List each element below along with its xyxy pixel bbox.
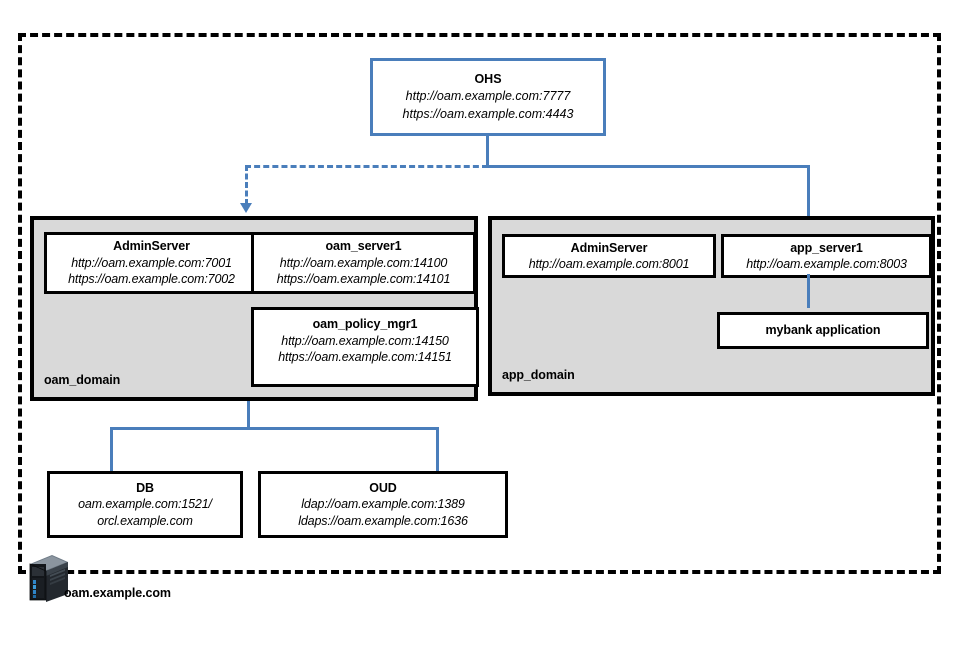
node-app-adminserver-url-http: http://oam.example.com:8001 xyxy=(528,257,690,271)
node-ohs-url-https: https://oam.example.com:4443 xyxy=(402,106,574,121)
server-tower-icon xyxy=(26,553,70,603)
connector-app-server1-to-mybank xyxy=(807,274,810,308)
node-ohs[interactable]: OHS http://oam.example.com:7777 https://… xyxy=(370,58,606,136)
node-oam-server1[interactable]: oam_server1 http://oam.example.com:14100… xyxy=(251,232,476,294)
node-ohs-url-http: http://oam.example.com:7777 xyxy=(405,89,571,104)
container-app-domain: AdminServer http://oam.example.com:8001 … xyxy=(488,216,935,396)
node-db-line2: orcl.example.com xyxy=(97,513,193,528)
connector-to-oud xyxy=(436,427,439,473)
node-mybank-application-title: mybank application xyxy=(765,323,881,338)
container-oam-domain: AdminServer http://oam.example.com:7001 … xyxy=(30,216,479,401)
node-oam-policy-mgr1-url-http: http://oam.example.com:14150 xyxy=(281,333,449,348)
node-app-server1-url-http: http://oam.example.com:8003 xyxy=(746,257,907,271)
arrowhead-oam-domain xyxy=(240,203,252,213)
node-db-title: DB xyxy=(136,480,154,495)
node-oam-server1-title: oam_server1 xyxy=(325,239,402,254)
node-app-server1-title: app_server1 xyxy=(790,240,863,255)
node-oam-adminserver-url-https: https://oam.example.com:7002 xyxy=(68,272,235,287)
node-oud-line2: ldaps://oam.example.com:1636 xyxy=(298,513,468,528)
connector-ohs-stem xyxy=(486,136,489,166)
host-boundary xyxy=(18,33,941,574)
node-oam-policy-mgr1-title: oam_policy_mgr1 xyxy=(312,317,418,331)
label-host: oam.example.com xyxy=(64,586,171,600)
connector-to-db xyxy=(110,427,113,473)
label-app-domain: app_domain xyxy=(502,368,575,382)
connector-ohs-to-oam-domain-vertical xyxy=(245,165,248,205)
connector-oam-domain-stem xyxy=(247,401,250,429)
node-oam-server1-url-http: http://oam.example.com:14100 xyxy=(279,255,448,270)
node-oam-server1-url-https: https://oam.example.com:14101 xyxy=(276,272,451,287)
node-oud-line1: ldap://oam.example.com:1389 xyxy=(301,497,465,512)
connector-ohs-to-oam-domain-horizontal xyxy=(245,165,488,168)
connector-backend-bus xyxy=(110,427,439,430)
node-oam-adminserver[interactable]: AdminServer http://oam.example.com:7001 … xyxy=(44,232,259,294)
node-oam-policy-mgr1-url-https: https://oam.example.com:14151 xyxy=(278,350,452,364)
node-db-line1: oam.example.com:1521/ xyxy=(78,497,212,512)
connector-ohs-to-app-server1-horizontal xyxy=(486,165,810,168)
label-oam-domain: oam_domain xyxy=(44,373,121,387)
node-ohs-title: OHS xyxy=(474,72,502,87)
connector-ohs-to-app-server1-vertical xyxy=(807,165,810,233)
node-oud[interactable]: OUD ldap://oam.example.com:1389 ldaps://… xyxy=(258,471,508,538)
node-oud-title: OUD xyxy=(369,480,397,495)
node-app-adminserver-title: AdminServer xyxy=(570,240,648,255)
node-oam-adminserver-title: AdminServer xyxy=(113,239,190,254)
node-mybank-application[interactable]: mybank application xyxy=(717,312,929,349)
node-oam-adminserver-url-http: http://oam.example.com:7001 xyxy=(71,255,232,270)
node-db[interactable]: DB oam.example.com:1521/ orcl.example.co… xyxy=(47,471,243,538)
node-oam-policy-mgr1[interactable]: oam_policy_mgr1 http://oam.example.com:1… xyxy=(251,307,479,387)
node-app-server1[interactable]: app_server1 http://oam.example.com:8003 xyxy=(721,234,932,278)
node-app-adminserver[interactable]: AdminServer http://oam.example.com:8001 xyxy=(502,234,716,278)
